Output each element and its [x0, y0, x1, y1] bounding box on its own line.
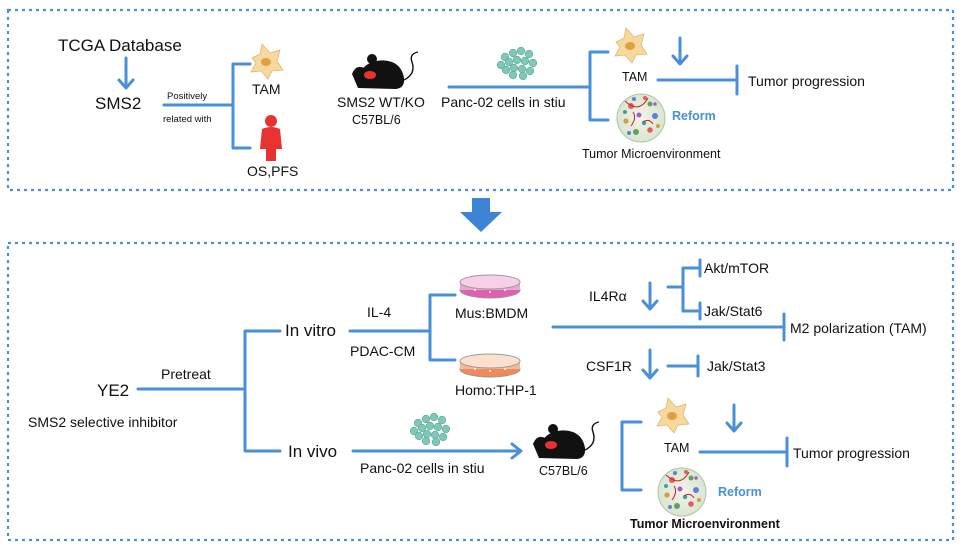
bottom-panel-frame — [6, 241, 955, 542]
il4-label: IL-4 — [367, 304, 391, 320]
panc02-label-bottom: Panc-02 cells in stiu — [360, 460, 485, 476]
panc02-label-top: Panc-02 cells in stiu — [441, 94, 566, 110]
dish-bracket — [428, 293, 457, 362]
relation-bracket — [231, 62, 252, 150]
in-vitro-label: In vitro — [285, 321, 336, 340]
jak-stat3-label: Jak/Stat3 — [707, 358, 766, 374]
tcga-down-arrow — [117, 56, 135, 90]
tcga-database-label: TCGA Database — [58, 36, 182, 55]
tam-result-icon — [614, 27, 648, 64]
reform-label-bottom: Reform — [718, 485, 762, 499]
tam-result-icon-bottom — [656, 397, 690, 434]
result-bracket-top — [588, 50, 610, 122]
related-with-label: related with — [163, 114, 212, 125]
mouse-icon-bottom — [532, 421, 600, 460]
tam-down-arrow-bottom — [725, 403, 743, 433]
tam-result-label-top: TAM — [622, 70, 647, 84]
jak-stat6-label: Jak/Stat6 — [704, 303, 763, 319]
il4ra-down-arrow — [641, 281, 659, 311]
mouse-icon — [351, 51, 419, 90]
vitro-vivo-bracket — [243, 329, 282, 453]
tam-label-top: TAM — [252, 81, 281, 97]
os-pfs-label: OS,PFS — [247, 163, 298, 179]
akt-mtor-label: Akt/mTOR — [704, 260, 769, 276]
csf1r-label: CSF1R — [586, 358, 632, 374]
macrophage-icon — [250, 43, 284, 80]
ye2-label: YE2 — [97, 381, 129, 400]
positively-label: Positively — [167, 91, 207, 102]
tme-label-top: Tumor Microenvironment — [582, 147, 721, 161]
in-vivo-label: In vivo — [288, 442, 337, 461]
reform-label-top: Reform — [672, 109, 716, 123]
c57bl6-label-bottom: C57BL/6 — [539, 464, 588, 478]
c57bl6-label-top: C57BL/6 — [352, 113, 401, 127]
tam-down-arrow-top — [671, 36, 689, 66]
homo-thp1-label: Homo:THP-1 — [455, 382, 537, 398]
cell-cluster-icon — [496, 46, 538, 81]
person-icon — [260, 115, 282, 161]
m2-polarization-label: M2 polarization (TAM) — [790, 320, 927, 336]
petri-dish-icon-mus — [459, 274, 521, 299]
tme-label-bottom: Tumor Microenvironment — [630, 517, 781, 531]
top-panel-frame — [6, 8, 955, 192]
mus-bmdm-label: Mus:BMDM — [455, 305, 528, 321]
tumor-progression-label-bottom: Tumor progression — [793, 445, 910, 461]
tam-label-bottom: TAM — [664, 441, 689, 455]
petri-dish-icon-homo — [459, 353, 521, 378]
sms2-inhibitor-label: SMS2 selective inhibitor — [28, 414, 178, 430]
tumor-progression-label-top: Tumor progression — [748, 73, 865, 89]
tumor-microenvironment-icon-bottom — [657, 467, 707, 517]
csf1r-down-arrow — [641, 348, 659, 380]
sms2-wt-ko-label: SMS2 WT/KO — [337, 94, 425, 110]
in-vivo-arrow — [351, 442, 523, 460]
result-bracket-bottom — [620, 420, 643, 492]
pretreat-label: Pretreat — [161, 366, 211, 382]
pdac-cm-label: PDAC-CM — [350, 343, 415, 359]
down-arrow-icon — [460, 198, 502, 232]
tumor-microenvironment-icon — [616, 93, 666, 143]
il4ra-label: IL4Rα — [589, 288, 627, 304]
sms2-label: SMS2 — [95, 94, 141, 113]
cell-cluster-icon-bottom — [409, 412, 451, 447]
